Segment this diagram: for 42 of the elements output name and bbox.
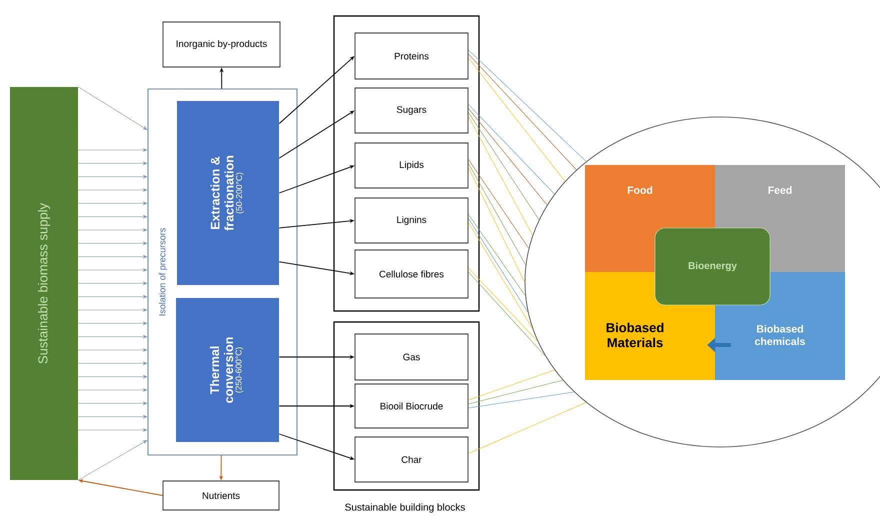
text-box: Cellulose fibres <box>354 250 468 298</box>
arrow <box>78 375 148 378</box>
arrow <box>78 162 148 165</box>
arrow <box>78 148 148 152</box>
text-box: Char <box>354 436 468 482</box>
arrow <box>78 295 148 298</box>
text-box: Sugars <box>354 88 468 134</box>
text-box: Gas <box>354 334 468 380</box>
text-box: Inorganic by-products <box>162 22 280 68</box>
group-frame <box>333 15 480 312</box>
supply-bar: Sustainable biomass supply <box>10 87 78 480</box>
arrow <box>78 348 148 352</box>
arrow <box>78 415 148 418</box>
arrow <box>78 228 148 232</box>
arrow <box>78 388 148 392</box>
group-frame <box>333 321 480 491</box>
arrow <box>78 402 148 405</box>
text-box: Biooil Biocrude <box>354 384 468 428</box>
arrow <box>78 175 148 178</box>
arrow <box>78 322 148 325</box>
arrow <box>78 440 148 480</box>
text-box: Proteins <box>354 32 468 80</box>
text-box: Lignins <box>354 198 468 244</box>
text-box: Nutrients <box>162 480 280 510</box>
arrow <box>78 188 148 192</box>
arrow <box>78 362 148 365</box>
process-box: Thermal conversion (250-600°C) <box>176 298 279 442</box>
arrow <box>78 202 148 205</box>
rounded-box: Bioenergy <box>654 228 770 306</box>
arrow <box>78 86 148 130</box>
arrow <box>78 268 148 272</box>
arrow <box>78 215 148 218</box>
arrow <box>78 255 148 258</box>
process-box: Extraction & fractionation (50-200°C) <box>177 101 279 285</box>
circle-outline <box>524 116 880 448</box>
arrow <box>78 335 148 338</box>
arrow <box>78 282 148 285</box>
arrow <box>78 428 148 432</box>
text-box: Lipids <box>354 142 468 188</box>
caption: Sustainable building blocks <box>345 503 465 513</box>
arrow <box>78 242 148 245</box>
arrow <box>78 308 148 312</box>
